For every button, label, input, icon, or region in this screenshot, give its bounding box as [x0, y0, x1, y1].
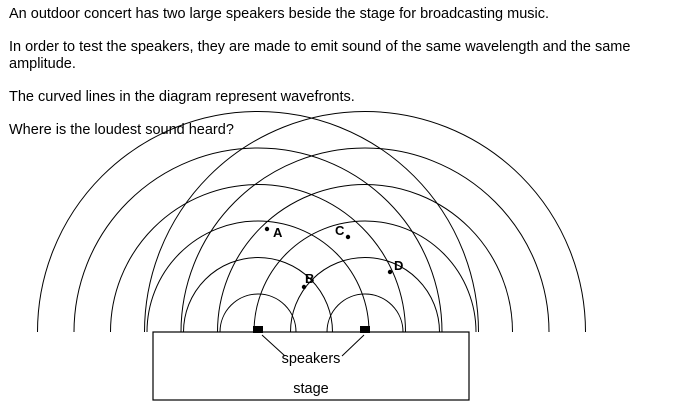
question-line-test: In order to test the speakers, they are … — [9, 39, 631, 72]
right-wavefront-1 — [326, 293, 404, 333]
stage-label: stage — [293, 381, 328, 397]
point-d-dot — [387, 269, 393, 275]
stage — [152, 331, 470, 401]
left-wavefront-6 — [37, 111, 479, 333]
left-speaker-wavefronts — [37, 111, 479, 333]
left-wavefront-2 — [183, 257, 333, 333]
right-wavefront-5 — [180, 147, 550, 333]
point-c-dot — [345, 234, 351, 240]
right-wavefront-3 — [253, 220, 477, 333]
point-a-label: A — [273, 225, 283, 240]
right-speaker — [360, 326, 370, 333]
left-speaker — [253, 326, 263, 333]
point-d-label: D — [394, 258, 403, 273]
left-wavefront-5 — [73, 147, 443, 333]
question-line-wavefronts: The curved lines in the diagram represen… — [9, 89, 355, 105]
left-wavefront-3 — [146, 220, 370, 333]
question-text: An outdoor concert has two large speaker… — [9, 6, 669, 155]
speakers-label: speakers — [282, 351, 341, 367]
right-wavefront-2 — [290, 257, 440, 333]
point-a-dot — [264, 226, 270, 232]
speaker-pointer-left — [261, 334, 286, 357]
point-b-label: B — [305, 271, 314, 286]
right-speaker-wavefronts — [144, 111, 586, 333]
right-wavefront-6 — [144, 111, 586, 333]
right-wavefront-4 — [217, 184, 513, 333]
speaker-pointer-right — [341, 334, 365, 357]
question-line-prompt: Where is the loudest sound heard? — [9, 122, 234, 138]
point-b-dot — [301, 284, 307, 290]
question-line-intro: An outdoor concert has two large speaker… — [9, 6, 550, 22]
left-wavefront-4 — [110, 184, 406, 333]
point-c-label: C — [335, 223, 345, 238]
